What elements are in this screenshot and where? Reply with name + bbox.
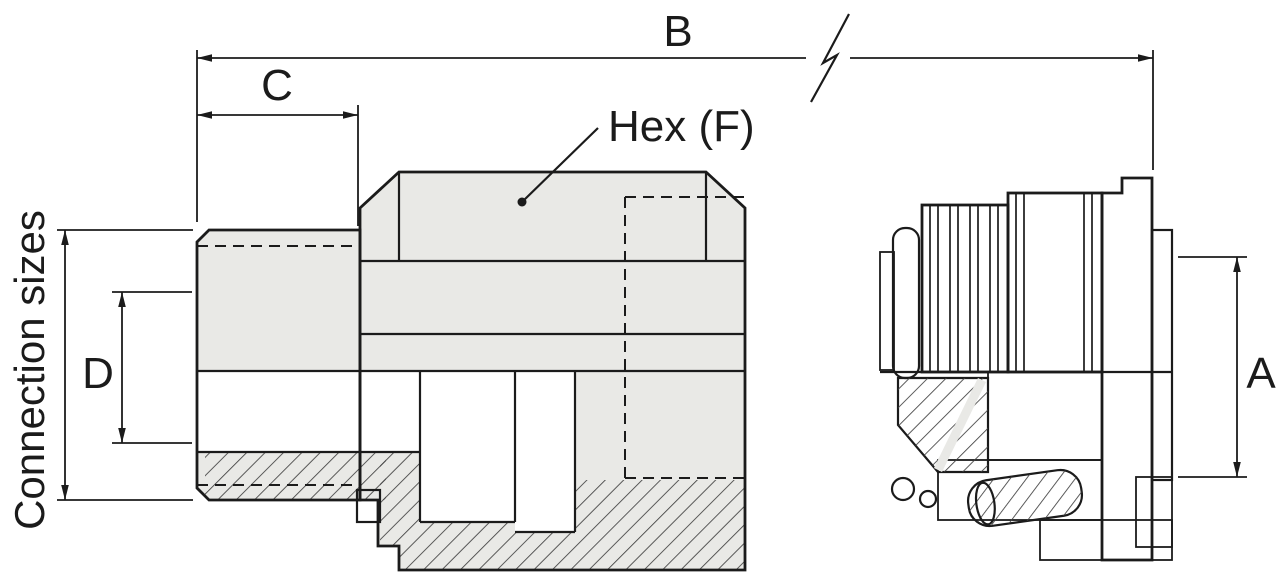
sleeve-section [1006, 191, 1104, 374]
sleeve-lines [1015, 193, 1093, 372]
screw [966, 468, 1084, 528]
inner-cavity-step1 [420, 371, 515, 522]
hex-callout-label: Hex (F) [608, 102, 755, 151]
flange-step [1150, 228, 1174, 482]
dimension-b: B [196, 7, 1154, 222]
hex-callout-leader [521, 127, 599, 203]
hidden-thread-lines [197, 196, 745, 486]
lower-body [987, 371, 1103, 461]
dimension-connection: Connection sizes [6, 210, 193, 530]
dim-b-label: B [663, 7, 692, 56]
seal-bead-1 [890, 476, 916, 502]
connection-sizes-label: Connection sizes [6, 210, 53, 530]
o-ring [891, 226, 921, 380]
flange [1100, 176, 1154, 562]
inner-cavity-step2 [515, 371, 575, 532]
hex-callout: Hex (F) [517, 102, 755, 207]
dim-c-label: C [261, 61, 293, 110]
clamp-wedge-hatch [898, 378, 988, 472]
dim-a-label: A [1246, 349, 1276, 398]
left-view-section [195, 170, 747, 572]
rib-lines [929, 205, 999, 372]
dim-d-label: D [82, 349, 114, 398]
ribbed-section [920, 203, 1010, 374]
dimension-d: D [82, 291, 192, 444]
dimension-c: C [197, 61, 359, 226]
seal-ring [355, 488, 382, 524]
right-view-section [879, 176, 1174, 562]
section-hatching-left [205, 452, 745, 570]
section-detail-lines [197, 172, 745, 534]
flange-hatch [1135, 476, 1173, 548]
screw-head [974, 481, 996, 526]
bore-cavity [198, 371, 420, 452]
seal-bead-2 [918, 489, 938, 509]
break-symbol [810, 13, 850, 103]
dimension-a: A [1178, 256, 1276, 478]
wedge-gap [933, 378, 987, 472]
